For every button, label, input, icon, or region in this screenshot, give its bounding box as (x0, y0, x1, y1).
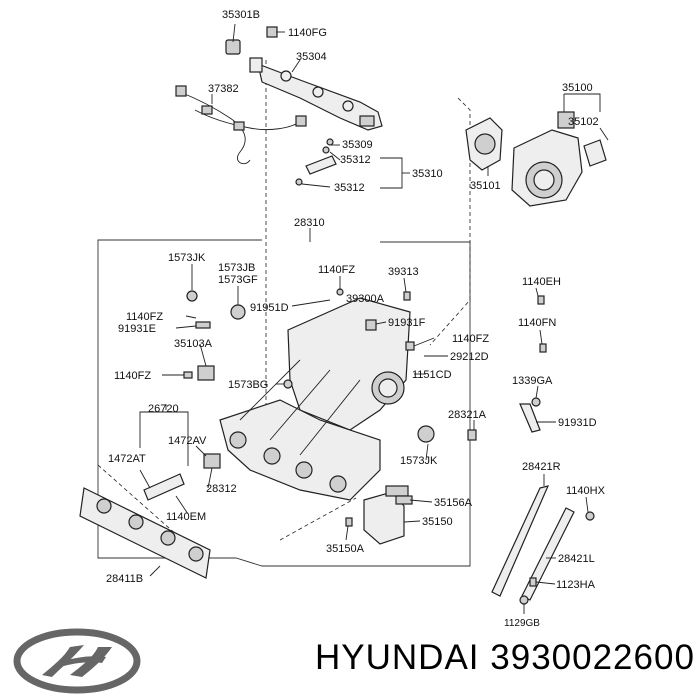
part-label-91931e: 91931E (118, 323, 156, 335)
manifold-stays (491, 397, 595, 605)
part-label-1129gb: 1129GB (504, 618, 540, 629)
part-label-1573gf: 1573GF (218, 274, 258, 286)
part-label-1472at: 1472AT (108, 453, 146, 465)
part-label-35100: 35100 (562, 82, 593, 94)
part-label-1573jk: 1573JK (400, 455, 438, 467)
part-label-35312: 35312 (334, 182, 365, 194)
part-label-1151cd: 1151CD (412, 369, 452, 381)
part-label-35101: 35101 (470, 180, 501, 192)
part-label-91931f: 91931F (388, 317, 426, 329)
part-label-1573bg: 1573BG (228, 379, 268, 391)
part-label-28421l: 28421L (558, 553, 595, 565)
manifold-gasket (79, 487, 211, 579)
part-label-91951d: 91951D (250, 302, 289, 314)
part-label-35301b: 35301B (222, 9, 260, 21)
guide-line (429, 97, 471, 346)
part-label-1140em: 1140EM (166, 511, 206, 523)
part-label-1573jb: 1573JB (218, 262, 255, 274)
part-label-37382: 37382 (208, 83, 239, 95)
part-label-1140fg: 1140FG (288, 27, 327, 39)
part-label-1140fz: 1140FZ (318, 264, 355, 276)
part-label-28312: 28312 (206, 483, 237, 495)
part-caption: HYUNDAI 3930022600 (315, 638, 695, 678)
part-label-39313: 39313 (388, 266, 419, 278)
part-label-35312: 35312 (340, 154, 371, 166)
part-label-35310: 35310 (412, 168, 443, 180)
part-label-1339ga: 1339GA (512, 375, 553, 387)
guide-line (279, 497, 357, 541)
part-label-26720: 26720 (148, 403, 179, 415)
part-label-28411b: 28411B (106, 573, 143, 585)
part-number: 3930022600 (490, 638, 695, 677)
fuel-injector (295, 138, 337, 186)
hyundai-logo (13, 628, 141, 694)
part-label-35103a: 35103A (174, 338, 213, 350)
part-label-35150a: 35150A (326, 543, 365, 555)
manifold-assembly-frame (97, 239, 471, 567)
part-label-1140fz: 1140FZ (452, 333, 489, 345)
part-label-1472av: 1472AV (168, 435, 207, 447)
part-label-1140hx: 1140HX (566, 485, 606, 497)
part-label-35309: 35309 (342, 139, 373, 151)
brand-name: HYUNDAI (315, 638, 480, 677)
part-label-35156a: 35156A (434, 497, 473, 509)
part-label-35150: 35150 (422, 516, 453, 528)
part-label-35102: 35102 (568, 116, 599, 128)
part-label-1140fn: 1140FN (518, 317, 556, 329)
idle-speed-actuator (363, 485, 409, 545)
wiring-harness (175, 85, 307, 165)
part-label-1140eh: 1140EH (522, 276, 561, 288)
part-label-28421r: 28421R (522, 461, 561, 473)
part-labels: 35301B 1140FG 35304 37382 35309 35312 35… (106, 9, 606, 629)
part-label-35304: 35304 (296, 51, 327, 63)
intake-manifold (219, 297, 411, 501)
part-label-28321a: 28321A (448, 409, 487, 421)
part-label-1140fz: 1140FZ (114, 370, 151, 382)
part-label-28310: 28310 (294, 217, 325, 229)
part-label-1573jk: 1573JK (168, 252, 206, 264)
part-label-1140fz: 1140FZ (126, 311, 163, 323)
part-label-1123ha: 1123HA (556, 579, 596, 591)
fuel-rail (225, 26, 383, 131)
part-label-39300a: 39300A (346, 293, 385, 305)
throttle-body (465, 111, 607, 207)
part-label-29212d: 29212D (450, 351, 489, 363)
part-label-91931d: 91931D (558, 417, 597, 429)
leader-lines (139, 23, 609, 614)
